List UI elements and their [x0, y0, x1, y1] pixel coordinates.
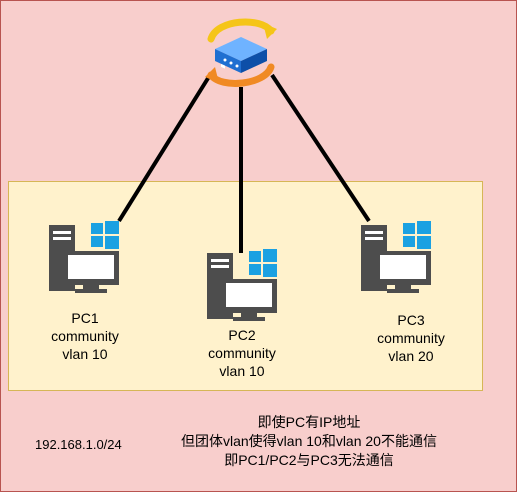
pc2-name: PC2 [228, 327, 256, 343]
pc2-vlan: vlan 10 [219, 363, 265, 379]
pc1-name: PC1 [71, 310, 99, 326]
computer-icon [361, 221, 431, 293]
note-line-2: 但团体vlan使得vlan 10和vlan 20不能通信 [181, 433, 437, 449]
pc2-label: PC2 community vlan 10 [182, 326, 302, 380]
pc3-label: PC3 community vlan 20 [351, 311, 471, 365]
note-text: 即使PC有IP地址 但团体vlan使得vlan 10和vlan 20不能通信 即… [173, 413, 445, 470]
note-line-3: 即PC1/PC2与PC3无法通信 [224, 452, 394, 468]
subnet-label: 192.168.1.0/24 [35, 437, 122, 452]
computer-icon [207, 249, 277, 321]
pc1-type: community [51, 328, 119, 344]
pc3-name: PC3 [397, 312, 425, 328]
pc2-type: community [208, 345, 276, 361]
pc3-vlan: vlan 20 [388, 348, 434, 364]
windows-logo-icon [249, 249, 277, 277]
note-line-1: 即使PC有IP地址 [257, 414, 361, 430]
switch-icon [205, 18, 277, 87]
pc1-vlan: vlan 10 [62, 346, 108, 362]
windows-logo-icon [403, 221, 431, 249]
computer-icon [49, 221, 119, 293]
windows-logo-icon [91, 221, 119, 249]
pc3-type: community [377, 330, 445, 346]
pc1-label: PC1 community vlan 10 [25, 309, 145, 363]
link-pc3-switch [270, 73, 371, 223]
link-pc1-switch [117, 73, 212, 223]
